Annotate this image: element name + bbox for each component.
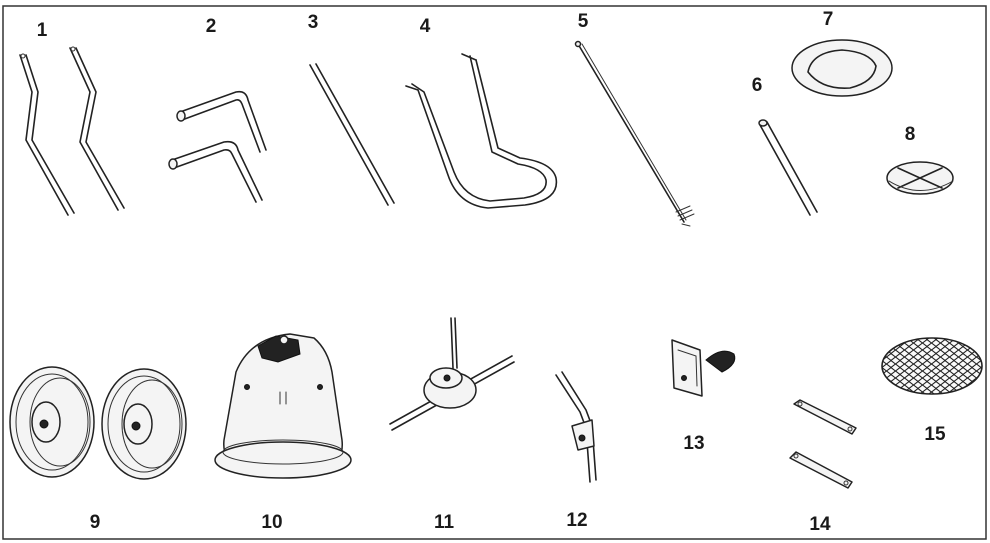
part-13-control-bracket: [671, 339, 736, 397]
part-11-axle-gearbox: [389, 317, 515, 431]
part-1-number: 1: [37, 20, 48, 41]
part-12-linkage-lever: [555, 371, 597, 483]
part-9-wheels: [9, 366, 187, 480]
part-4-number: 4: [420, 16, 431, 37]
part-6-number: 6: [752, 75, 763, 96]
part-8-number: 8: [905, 124, 916, 145]
part-11-number: 11: [434, 512, 455, 533]
part-14-flat-brackets: [789, 399, 857, 489]
part-10-hopper: [214, 333, 352, 479]
part-9-number: 9: [90, 512, 101, 533]
part-8-cross-disc: [886, 161, 954, 195]
diagram-border: [2, 5, 987, 540]
part-2-l-shaped-tubes: [168, 90, 267, 203]
part-7-number: 7: [823, 9, 834, 30]
part-12-number: 12: [566, 510, 587, 531]
part-1-bent-leg-tubes: [19, 46, 125, 216]
part-13-number: 13: [683, 433, 704, 454]
part-6-short-tube: [758, 119, 818, 216]
part-3-number: 3: [308, 12, 319, 33]
part-15-number: 15: [924, 424, 946, 445]
part-2-number: 2: [206, 16, 217, 37]
part-3-straight-rod: [309, 63, 395, 206]
part-7-ring-gasket: [791, 39, 893, 97]
part-14-number: 14: [809, 514, 831, 535]
part-4-u-handle: [405, 53, 558, 209]
part-10-number: 10: [261, 512, 282, 533]
part-15-mesh-screen: [881, 337, 983, 395]
part-5-long-threaded-rod: [574, 40, 695, 227]
part-5-number: 5: [578, 11, 589, 32]
